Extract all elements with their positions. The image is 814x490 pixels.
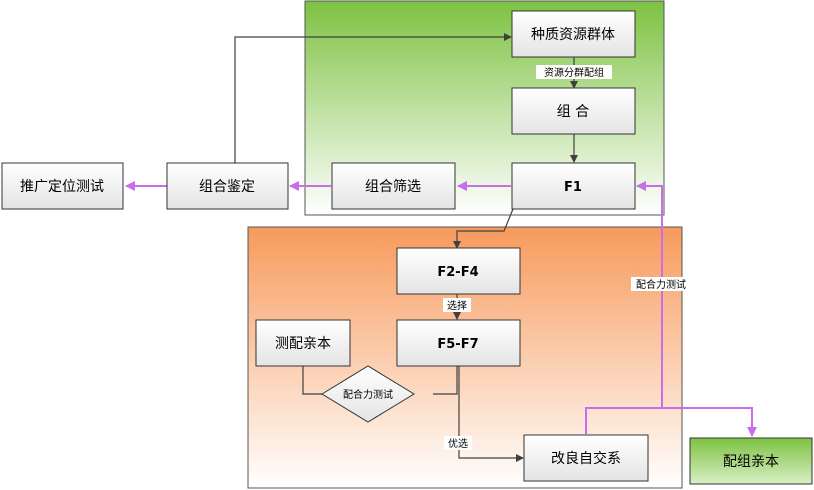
node-tester-label: 测配亲本 — [275, 336, 331, 352]
edge-tester-to-diamond — [302, 366, 322, 395]
group-mating-label: 资源分群配组 — [544, 66, 604, 79]
combining-ability-edge-label: 配合力测试 — [636, 278, 686, 291]
node-promote-label: 推广定位测试 — [20, 179, 104, 195]
node-screen: 组合筛选 — [331, 162, 456, 210]
node-combining-ability-label: 配合力测试 — [343, 388, 393, 401]
node-identify-label: 组合鉴定 — [199, 179, 255, 195]
edge-f1-to-f2f4 — [453, 208, 514, 249]
node-germplasm-label: 种质资源群体 — [531, 27, 615, 43]
node-f1: F1 — [511, 162, 636, 210]
edge-identify-to-germplasm — [234, 33, 512, 163]
node-f2f4-label: F2-F4 — [437, 265, 478, 280]
node-combining-ability-decision: 配合力测试 — [321, 365, 415, 423]
optimize-label: 优选 — [448, 437, 468, 450]
node-f5f7-label: F5-F7 — [437, 337, 478, 352]
node-parent: 配组亲本 — [689, 437, 813, 485]
optimize-label-bg — [444, 436, 472, 450]
node-combine: 组 合 — [511, 87, 636, 135]
node-f5f7: F5-F7 — [396, 319, 521, 367]
node-tester: 测配亲本 — [255, 319, 351, 367]
select-label: 选择 — [447, 299, 467, 312]
node-parent-label: 配组亲本 — [723, 454, 779, 470]
edge-f5f7-to-improved — [458, 366, 524, 462]
node-promote: 推广定位测试 — [1, 162, 124, 210]
node-germplasm: 种质资源群体 — [511, 10, 636, 58]
node-improved: 改良自交系 — [523, 434, 649, 482]
node-screen-label: 组合筛选 — [365, 179, 421, 195]
node-improved-label: 改良自交系 — [551, 450, 621, 467]
combining-ability-edge-label-bg — [631, 277, 691, 291]
group-mating-label-bg — [536, 65, 612, 79]
edge-branch-to-parent — [662, 407, 757, 437]
node-f2f4: F2-F4 — [396, 247, 521, 295]
edge-f5f7-to-diamond — [433, 366, 458, 395]
node-f1-label: F1 — [564, 180, 582, 195]
node-combine-label: 组 合 — [557, 104, 589, 120]
node-identify: 组合鉴定 — [166, 162, 289, 210]
select-label-bg — [443, 298, 471, 312]
